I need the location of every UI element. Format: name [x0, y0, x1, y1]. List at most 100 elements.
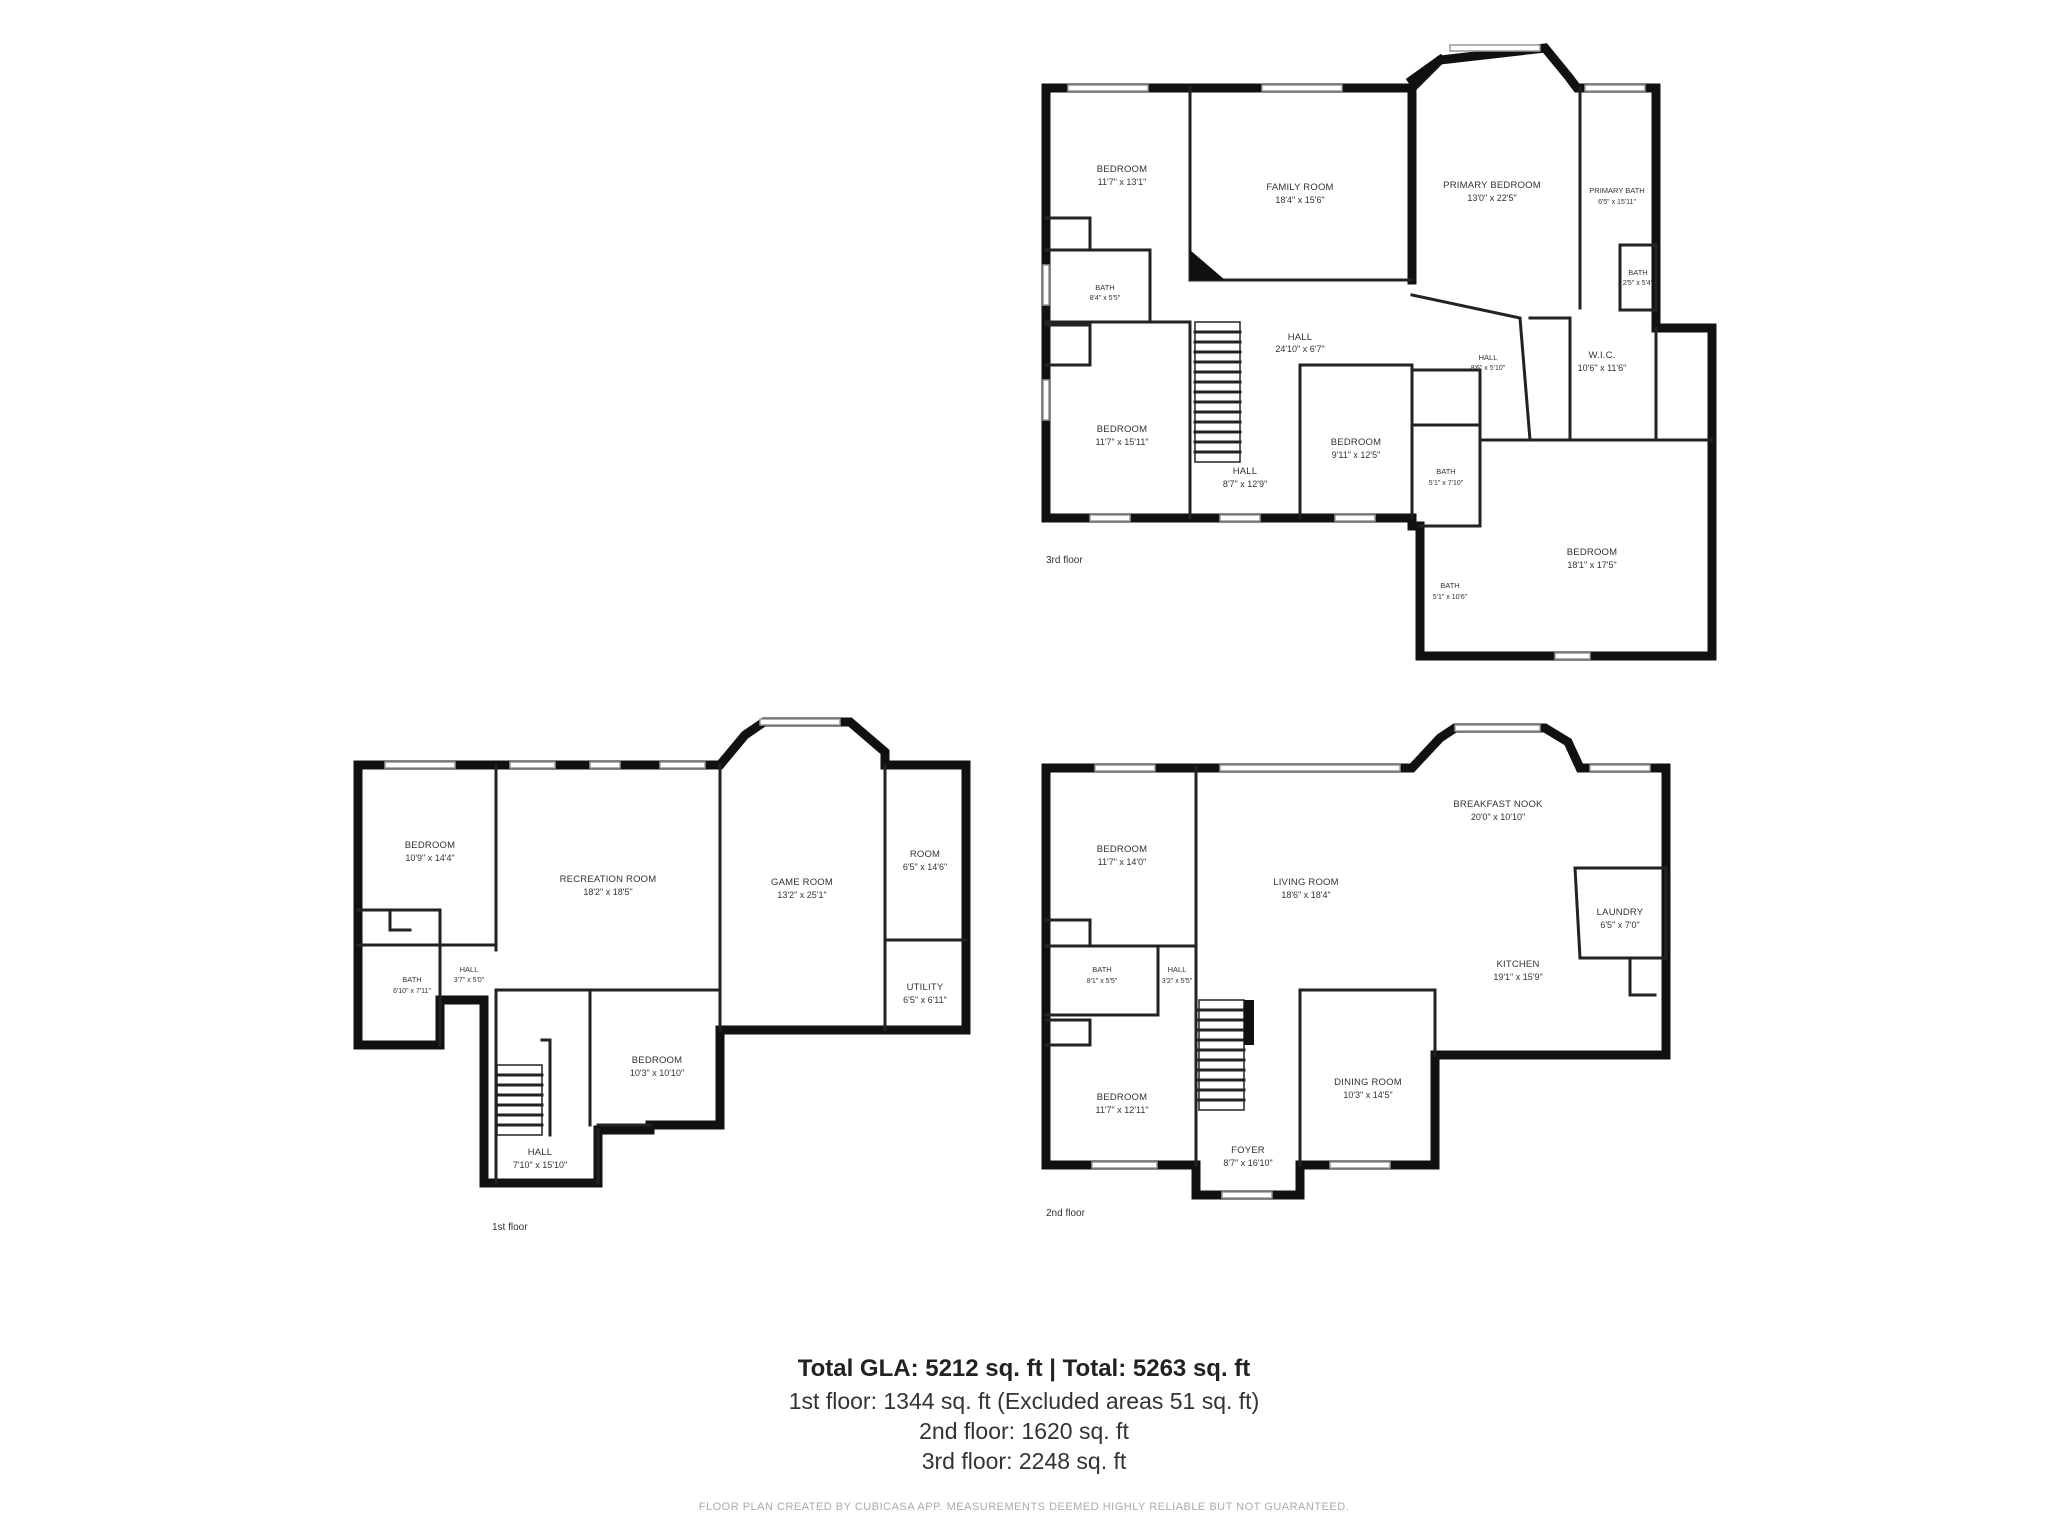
room-label: RECREATION ROOM — [560, 874, 657, 885]
room-label: KITCHEN — [1496, 959, 1539, 970]
room-dimensions: 8'1" x 5'5" — [1087, 978, 1118, 985]
room-dimensions: 10'6" x 11'6" — [1578, 363, 1627, 373]
room-label: BATH — [402, 975, 421, 984]
room-dimensions: 8'7" x 16'10" — [1223, 1158, 1272, 1168]
window — [1067, 84, 1149, 92]
total-area-summary: Total GLA: 5212 sq. ft | Total: 5263 sq.… — [797, 1355, 1251, 1382]
room-dimensions: 11'7" x 15'11" — [1095, 437, 1148, 447]
room-dimensions: 24'10" x 6'7" — [1275, 344, 1324, 354]
window — [1584, 84, 1646, 92]
room-label: BEDROOM — [1097, 164, 1148, 175]
floor-label-first: 1st floor — [492, 1222, 528, 1233]
window — [1221, 1191, 1273, 1199]
room-label: DINING ROOM — [1334, 1077, 1402, 1088]
stair-post — [1244, 1000, 1254, 1045]
window — [1334, 514, 1376, 522]
third-floor-plan: BEDROOM 11'7" x 13'1" FAMILY ROOM 18'4" … — [1041, 43, 1717, 661]
window — [1454, 724, 1541, 732]
room-dimensions: 8'7" x 12'9" — [1223, 479, 1267, 489]
room-dimensions: 3'2" x 5'5" — [1162, 978, 1193, 985]
window — [384, 761, 456, 769]
room-label: BEDROOM — [1097, 1092, 1148, 1103]
third-floor-primary-bay — [1405, 53, 1447, 285]
first-floor-stairs — [495, 1038, 552, 1137]
window — [759, 718, 841, 726]
second-floor-stairs — [1197, 999, 1254, 1111]
room-label: PRIMARY BEDROOM — [1443, 180, 1541, 191]
room-label: BEDROOM — [1567, 547, 1618, 558]
room-label: BEDROOM — [1097, 424, 1148, 435]
room-dimensions: 2'5" x 5'4" — [1623, 280, 1654, 287]
room-dimensions: 18'1" x 17'5" — [1567, 560, 1616, 570]
room-label: ROOM — [910, 849, 940, 860]
room-dimensions: 11'7" x 14'0" — [1098, 857, 1147, 867]
room-label: GAME ROOM — [771, 877, 833, 888]
window — [1589, 764, 1651, 772]
room-dimensions: 13'2" x 25'1" — [777, 890, 826, 900]
room-dimensions: 18'4" x 15'6" — [1275, 195, 1324, 205]
interior-wall — [1044, 766, 1668, 1167]
room-dimensions: 8'4" x 5'5" — [1090, 295, 1121, 302]
window — [1219, 514, 1261, 522]
window — [509, 761, 556, 769]
room-dimensions: 10'3" x 10'10" — [630, 1068, 684, 1078]
room-dimensions: 18'6" x 18'4" — [1281, 890, 1330, 900]
window — [1329, 1161, 1391, 1169]
room-dimensions: 10'9" x 14'4" — [405, 853, 454, 863]
room-label: HALL — [1479, 353, 1498, 362]
third-floor-area: 3rd floor: 2248 sq. ft — [921, 1448, 1127, 1474]
window — [1449, 44, 1541, 52]
window — [1219, 764, 1401, 772]
floor-label-third: 3rd floor — [1046, 555, 1083, 566]
room-dimensions: 6'10" x 7'11" — [393, 988, 431, 995]
third-floor-stairs — [1193, 321, 1242, 463]
interior-wall — [356, 763, 968, 1185]
room-dimensions: 6'5" x 15'11" — [1598, 199, 1636, 206]
chimney-block — [1190, 250, 1225, 280]
room-label: LAUNDRY — [1597, 907, 1644, 918]
room-label: BREAKFAST NOOK — [1453, 799, 1543, 810]
room-label: BATH — [1095, 283, 1114, 292]
room-label: BATH — [1092, 965, 1111, 974]
room-dimensions: 20'0" x 10'10" — [1471, 812, 1525, 822]
interior-wall — [1044, 86, 1714, 528]
room-label: BATH — [1436, 467, 1455, 476]
first-floor-plan: BEDROOM 10'9" x 14'4" RECREATION ROOM 18… — [353, 717, 971, 1233]
window — [1554, 652, 1591, 660]
room-label: BEDROOM — [1097, 844, 1148, 855]
window — [1089, 514, 1131, 522]
room-dimensions: 10'3" x 14'5" — [1343, 1090, 1392, 1100]
room-label: FOYER — [1231, 1145, 1265, 1156]
room-label: HALL — [1168, 965, 1187, 974]
third-floor-exterior-wall — [1041, 43, 1717, 661]
window — [659, 761, 706, 769]
room-dimensions: 3'7" x 5'0" — [454, 977, 485, 984]
room-dimensions: 13'0" x 22'5" — [1467, 193, 1516, 203]
room-dimensions: 19'1" x 15'9" — [1493, 972, 1542, 982]
room-label: BEDROOM — [1331, 437, 1382, 448]
room-dimensions: 8'6" x 5'10" — [1471, 365, 1506, 372]
room-dimensions: 6'5" x 6'11" — [903, 995, 947, 1005]
room-dimensions: 18'2" x 18'5" — [583, 887, 632, 897]
room-label: BATH — [1440, 581, 1459, 590]
window — [1091, 1161, 1158, 1169]
window — [1261, 84, 1343, 92]
room-label: HALL — [460, 965, 479, 974]
first-floor-exterior-wall — [353, 717, 971, 1188]
window — [1042, 379, 1050, 421]
room-dimensions: 11'7" x 13'1" — [1098, 177, 1147, 187]
room-dimensions: 11'7" x 12'11" — [1095, 1105, 1148, 1115]
room-dimensions: 6'5" x 7'0" — [1600, 920, 1639, 930]
room-label: W.I.C. — [1588, 350, 1615, 361]
room-label: HALL — [528, 1147, 553, 1158]
room-label: UTILITY — [907, 982, 944, 993]
floor-label-second: 2nd floor — [1046, 1208, 1086, 1219]
room-label: BATH — [1628, 268, 1647, 277]
second-floor-plan: BEDROOM 11'7" x 14'0" LIVING ROOM 18'6" … — [1041, 723, 1671, 1219]
plan-credit-note: FLOOR PLAN CREATED BY CUBICASA APP. MEAS… — [698, 1501, 1350, 1513]
room-label: HALL — [1288, 332, 1313, 343]
window — [1094, 764, 1156, 772]
second-floor-area: 2nd floor: 1620 sq. ft — [919, 1418, 1129, 1444]
room-label: FAMILY ROOM — [1266, 182, 1333, 193]
room-dimensions: 6'5" x 14'6" — [903, 862, 947, 872]
